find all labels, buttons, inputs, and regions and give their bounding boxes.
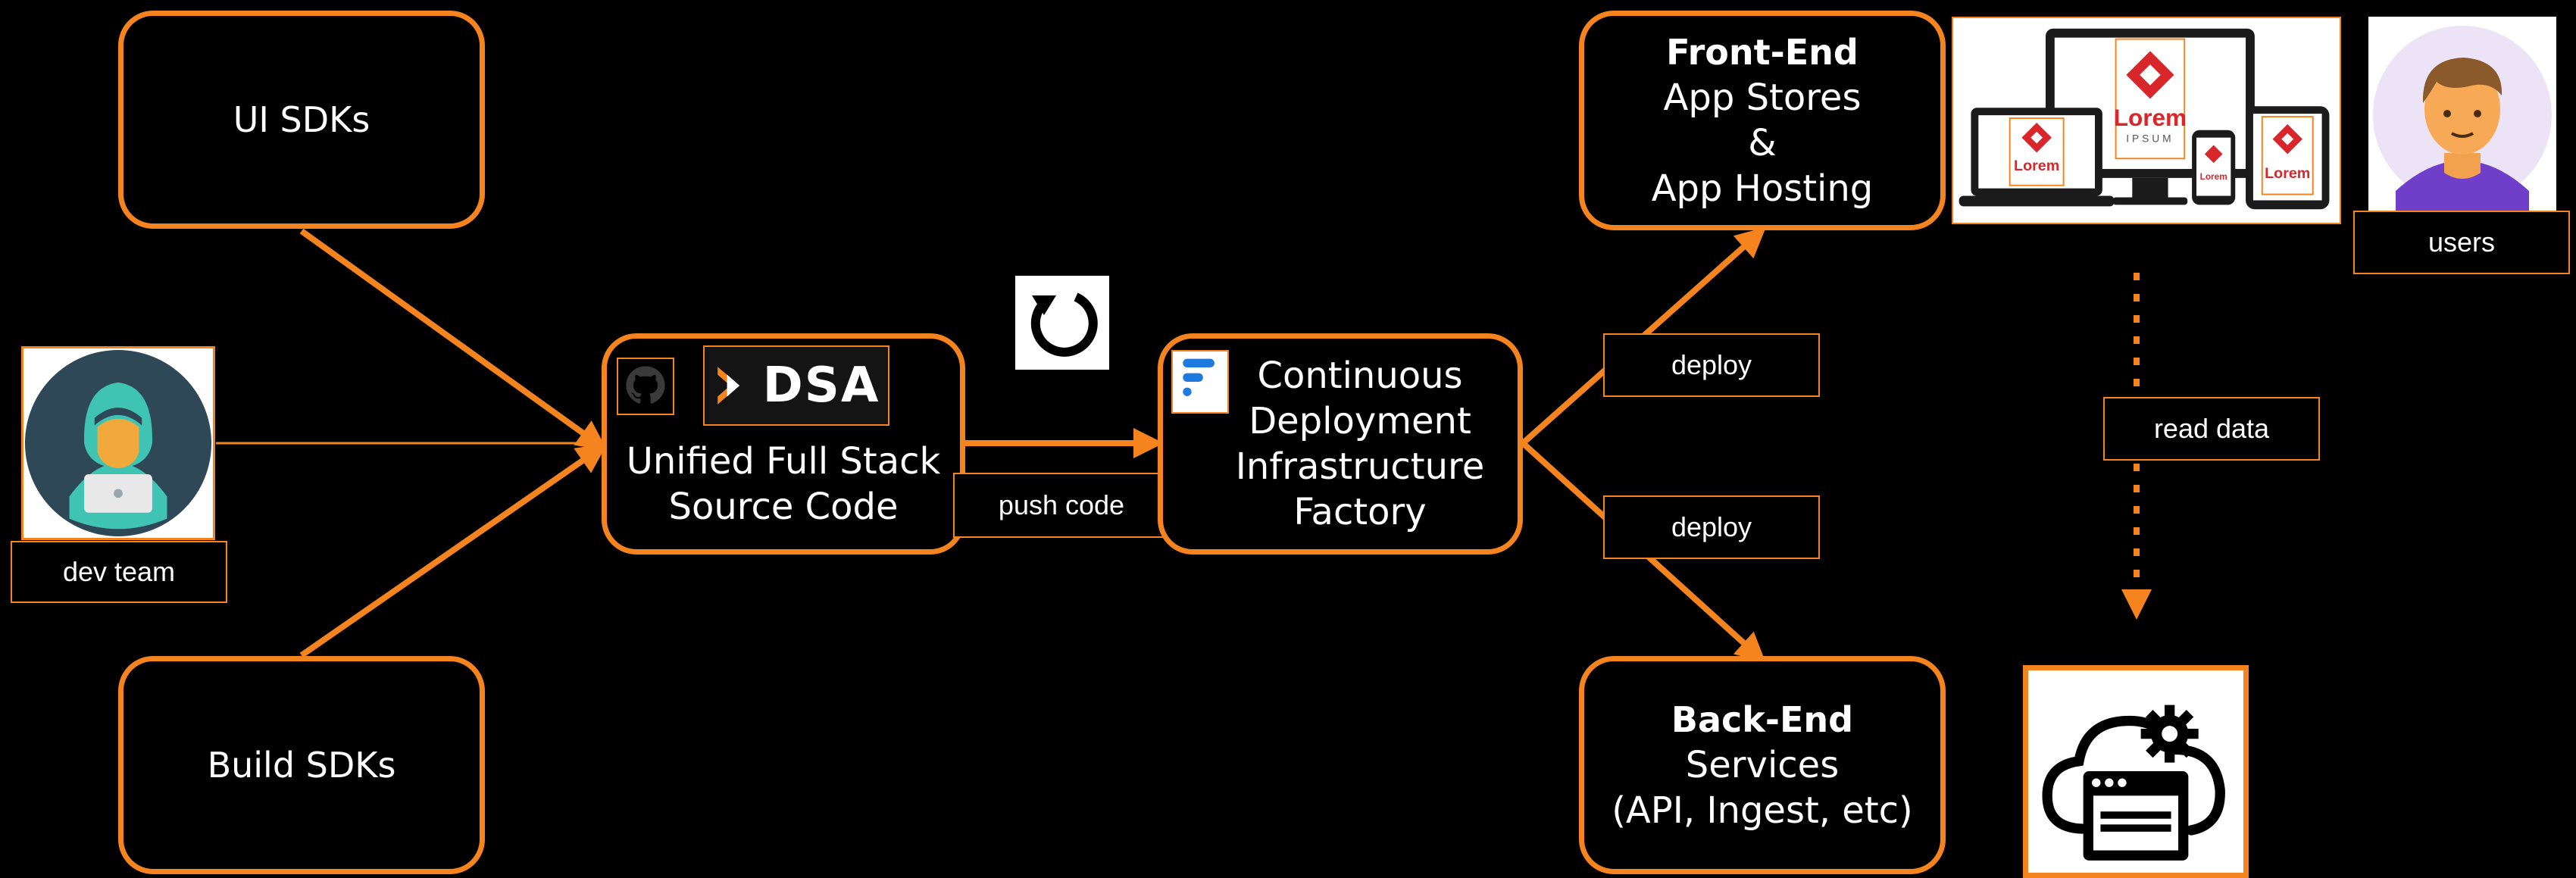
frontend-box: Front-End App Stores & App Hosting (1579, 11, 1946, 230)
dsa-brand-text: DSA (762, 358, 880, 414)
ui-sdks-label: UI SDKs (233, 99, 370, 140)
brand-small-text-tablet: Lorem (2265, 165, 2310, 182)
factory-line-3: Infrastructure (1235, 445, 1485, 488)
backend-line-2: (API, Ingest, etc) (1612, 789, 1913, 832)
user-avatar (2368, 17, 2556, 211)
dev-team-label: dev team (11, 541, 227, 603)
deploy-backend-label: deploy (1603, 495, 1820, 559)
source-line-2: Source Code (668, 486, 899, 528)
frontend-title: Front-End (1666, 32, 1859, 73)
brand-small-text-phone: Lorem (2200, 171, 2227, 182)
source-line-1: Unified Full Stack (626, 440, 941, 483)
dsa-arrow-icon (717, 367, 739, 405)
devices-illustration: Lorem IPSUM Lorem Lorem Lorem (1952, 17, 2341, 224)
brand-small-text-laptop: Lorem (2014, 158, 2059, 174)
sync-icon (1015, 276, 1109, 370)
backend-box: Back-End Services (API, Ingest, etc) (1579, 656, 1946, 874)
factory-line-1: Continuous (1257, 355, 1463, 397)
backend-title: Back-End (1671, 699, 1854, 740)
frontend-line-2: & (1748, 122, 1777, 164)
ui-sdks-box: UI SDKs (118, 11, 485, 229)
connector-ui-sdks-to-source (299, 228, 608, 451)
connector-build-sdks-to-source (299, 443, 608, 658)
read-data-label: read data (2103, 397, 2320, 461)
deploy-frontend-label: deploy (1603, 333, 1820, 397)
push-code-label: push code (953, 473, 1170, 538)
github-icon (617, 358, 674, 415)
build-sdks-label: Build SDKs (207, 745, 396, 786)
build-sdks-box: Build SDKs (118, 656, 485, 874)
frontend-line-3: App Hosting (1651, 167, 1874, 210)
frontend-line-1: App Stores (1663, 77, 1862, 119)
factory-line-2: Deployment (1249, 400, 1471, 442)
backend-line-1: Services (1685, 744, 1840, 786)
developer-avatar (21, 346, 215, 540)
users-label: users (2353, 211, 2570, 274)
factory-line-4: Factory (1293, 491, 1427, 533)
brand-sub-text: IPSUM (2126, 133, 2174, 145)
brand-big-text: Lorem (2114, 104, 2187, 131)
factory-logo-icon (1171, 350, 1229, 414)
cloud-gear-icon (2023, 665, 2249, 878)
dsa-logo: DSA (703, 345, 889, 426)
